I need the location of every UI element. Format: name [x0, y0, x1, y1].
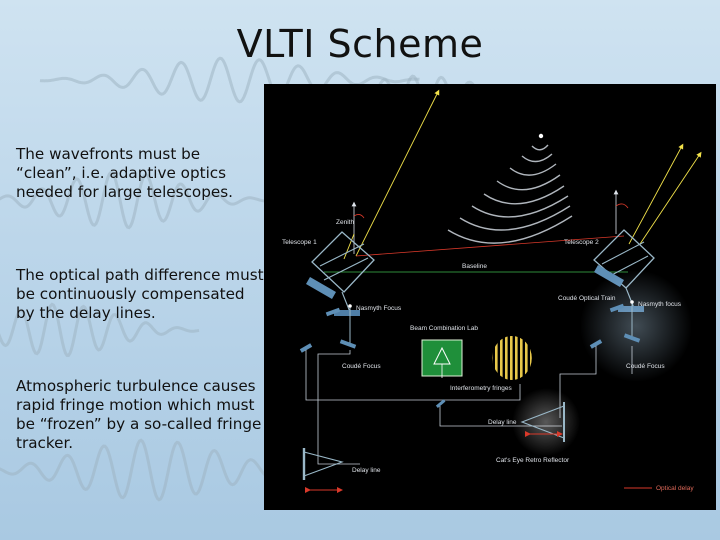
slide-title: VLTI Scheme: [236, 22, 484, 66]
telescope-1: [306, 231, 375, 316]
label-coude-focus-1: Coudé Focus: [342, 363, 381, 370]
label-nasmyth-focus-2: Nasmyth focus: [638, 301, 682, 308]
label-telescope-1: Telescope 1: [282, 239, 317, 246]
light-ray-1b: [343, 233, 355, 260]
fringe-stripe: [510, 336, 513, 380]
interference-fringes: [492, 336, 532, 380]
fringe-stripe: [520, 336, 523, 380]
bullet-path-difference: The optical path difference must be cont…: [16, 266, 264, 322]
star-icon: [538, 133, 544, 139]
background-wave-2: [0, 302, 200, 358]
label-delay-line-2: Delay line: [352, 467, 381, 474]
path-delay-line: [355, 235, 625, 257]
label-cats-eye: Cat's Eye Retro Reflector: [496, 457, 570, 464]
fringe-stripe: [505, 336, 508, 380]
fringe-stripe: [495, 336, 498, 380]
label-coude-optical-train: Coudé Optical Train: [558, 295, 616, 302]
fringe-stripe: [492, 336, 493, 380]
label-beam-combination-lab: Beam Combination Lab: [410, 325, 478, 332]
light-ray-1: [355, 89, 440, 257]
beam-splitter-mirror: [435, 399, 446, 408]
label-interferometry-fringes: Interferometry fringes: [450, 385, 513, 392]
nasmyth-focus-1-icon: [348, 304, 352, 308]
fringe-stripe: [500, 336, 503, 380]
nasmyth-focus-2-icon: [630, 300, 634, 304]
bullet-fringe-tracker: Atmospheric turbulence causes rapid frin…: [16, 377, 262, 452]
incoming-wavefronts: [447, 144, 573, 244]
label-baseline: Baseline: [462, 263, 487, 270]
label-coude-focus-2: Coudé Focus: [626, 363, 665, 370]
vlti-diagram: Zenith Baseline Telescope 1 Telescope 2 …: [264, 84, 716, 510]
fringe-stripe: [530, 336, 532, 380]
zenith-angle-1: [353, 214, 365, 219]
zenith-angle-2: [615, 203, 629, 209]
coude-glow: [580, 270, 692, 382]
label-zenith: Zenith: [336, 219, 354, 226]
light-ray-2b: [639, 151, 702, 245]
label-delay-line-1: Delay line: [488, 419, 517, 426]
fringe-stripe: [525, 336, 528, 380]
coude-mirrors: [299, 303, 641, 353]
label-optical-delay: Optical delay: [656, 485, 694, 492]
bullet-clean-wavefronts: The wavefronts must be “clean”, i.e. ada…: [16, 145, 233, 201]
label-nasmyth-focus-1: Nasmyth Focus: [356, 305, 402, 312]
delay-line-2: [302, 448, 344, 480]
fringe-stripe: [515, 336, 518, 380]
light-ray-2: [628, 143, 684, 245]
background-wave-1: [0, 170, 271, 230]
label-telescope-2: Telescope 2: [564, 239, 599, 246]
